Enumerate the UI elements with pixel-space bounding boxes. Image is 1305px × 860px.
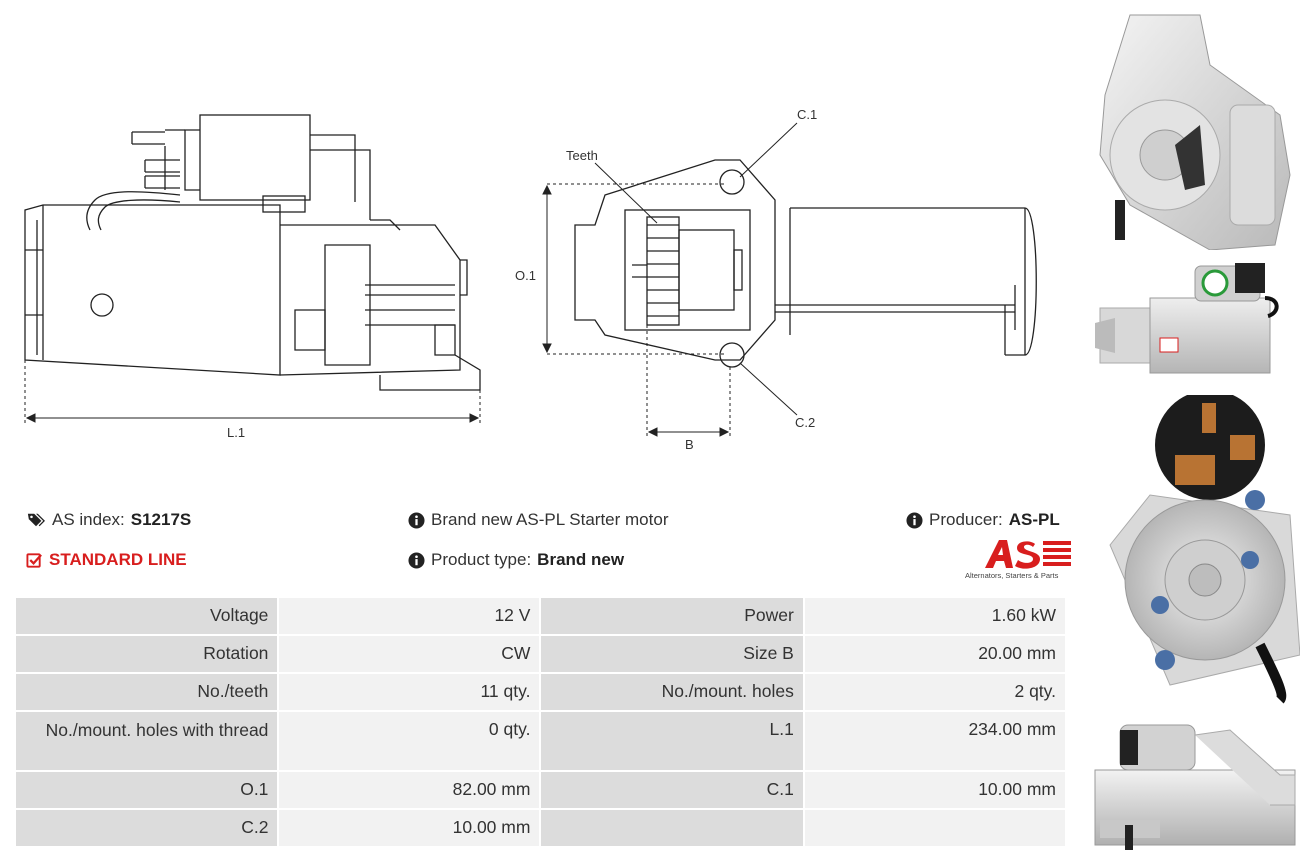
- producer-row: Producer: AS-PL: [906, 510, 1060, 530]
- label-b: B: [685, 437, 694, 452]
- spec-value: 234.00 mm: [804, 712, 1065, 770]
- spec-key: Voltage: [16, 598, 278, 634]
- spec-key: O.1: [16, 772, 278, 808]
- spec-key: [541, 810, 803, 846]
- spec-value: 1.60 kW: [804, 598, 1065, 634]
- checkbox-check-icon: [26, 552, 42, 568]
- spec-key: Size B: [541, 636, 803, 672]
- as-index-row: AS index: S1217S: [26, 510, 191, 530]
- info-icon: [906, 511, 923, 529]
- spec-value: 10.00 mm: [804, 772, 1065, 808]
- specifications-table: Voltage 12 V Power 1.60 kW Rotation CW S…: [14, 596, 1067, 848]
- spec-key: No./teeth: [16, 674, 278, 710]
- info-icon: [408, 511, 425, 529]
- product-photo-top[interactable]: [1090, 715, 1300, 855]
- as-pl-logo: Alternators, Starters & Parts: [965, 538, 1071, 583]
- spec-value: 20.00 mm: [804, 636, 1065, 672]
- product-photo-rear[interactable]: [1090, 5, 1300, 250]
- table-row: C.2 10.00 mm: [16, 810, 1065, 846]
- description-row: Brand new AS-PL Starter motor: [408, 510, 668, 530]
- label-c1: C.1: [797, 107, 818, 122]
- product-type-row: Product type: Brand new: [408, 550, 624, 570]
- table-row: Voltage 12 V Power 1.60 kW: [16, 598, 1065, 634]
- spec-value: 10.00 mm: [279, 810, 540, 846]
- spec-value: [804, 810, 1065, 846]
- spec-key: No./mount. holes with thread: [16, 712, 278, 770]
- product-photo-front[interactable]: [1090, 395, 1300, 705]
- spec-key: No./mount. holes: [541, 674, 803, 710]
- standard-line-label: STANDARD LINE: [49, 550, 187, 569]
- spec-value: 2 qty.: [804, 674, 1065, 710]
- spec-value: 0 qty.: [279, 712, 540, 770]
- tags-icon: [27, 513, 45, 527]
- product-type-value: Brand new: [537, 550, 625, 569]
- spec-key: Power: [541, 598, 803, 634]
- as-index-label: AS index:: [52, 510, 125, 529]
- as-pl-logo-mark: [985, 540, 1071, 569]
- standard-line-row: STANDARD LINE: [26, 550, 187, 570]
- spec-value: CW: [279, 636, 540, 672]
- spec-key: C.1: [541, 772, 803, 808]
- spec-key: C.2: [16, 810, 278, 846]
- info-icon: [408, 551, 425, 569]
- spec-key: Rotation: [16, 636, 278, 672]
- starter-front-view-drawing: [542, 122, 1037, 438]
- label-teeth: Teeth: [566, 148, 598, 163]
- table-row: O.1 82.00 mm C.1 10.00 mm: [16, 772, 1065, 808]
- table-row: No./mount. holes with thread 0 qty. L.1 …: [16, 712, 1065, 770]
- table-row: Rotation CW Size B 20.00 mm: [16, 636, 1065, 672]
- label-c2: C.2: [795, 415, 816, 430]
- table-row: No./teeth 11 qty. No./mount. holes 2 qty…: [16, 674, 1065, 710]
- producer-label: Producer:: [929, 510, 1003, 529]
- description-text: Brand new AS-PL Starter motor: [431, 510, 669, 529]
- spec-value: 11 qty.: [279, 674, 540, 710]
- logo-tagline: Alternators, Starters & Parts: [965, 571, 1059, 580]
- label-o1: O.1: [515, 268, 536, 283]
- product-type-label: Product type:: [431, 550, 532, 569]
- spec-key: L.1: [541, 712, 803, 770]
- starter-side-view-drawing: [24, 114, 481, 425]
- spec-value: 12 V: [279, 598, 540, 634]
- as-index-value: S1217S: [130, 510, 192, 529]
- spec-value: 82.00 mm: [279, 772, 540, 808]
- label-l1: L.1: [227, 425, 246, 440]
- producer-value: AS-PL: [1008, 510, 1060, 529]
- product-photo-side[interactable]: [1090, 258, 1285, 388]
